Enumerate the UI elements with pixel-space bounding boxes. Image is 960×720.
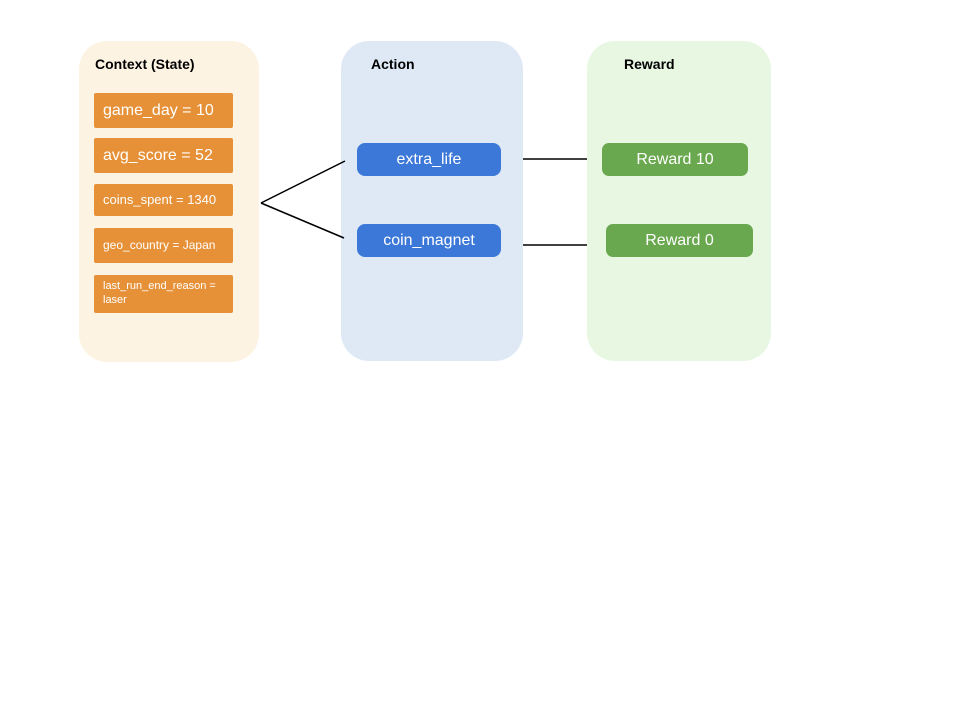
context-item-game-day: game_day = 10	[94, 93, 233, 128]
action-panel	[341, 41, 523, 361]
action-button-coin-magnet[interactable]: coin_magnet	[357, 224, 501, 257]
connector-context-to-extra-life	[260, 160, 346, 204]
action-button-extra-life[interactable]: extra_life	[357, 143, 501, 176]
context-item-last-run-end-reason: last_run_end_reason = laser	[94, 275, 233, 313]
reward-panel-title: Reward	[624, 56, 675, 72]
context-panel-title: Context (State)	[95, 56, 195, 72]
reward-button-reward-10[interactable]: Reward 10	[602, 143, 748, 176]
context-item-coins-spent: coins_spent = 1340	[94, 184, 233, 216]
reward-button-reward-0[interactable]: Reward 0	[606, 224, 753, 257]
context-item-avg-score: avg_score = 52	[94, 138, 233, 173]
connector-context-to-coin-magnet	[260, 202, 345, 239]
action-panel-title: Action	[371, 56, 415, 72]
reward-panel	[587, 41, 771, 361]
context-item-geo-country: geo_country = Japan	[94, 228, 233, 263]
